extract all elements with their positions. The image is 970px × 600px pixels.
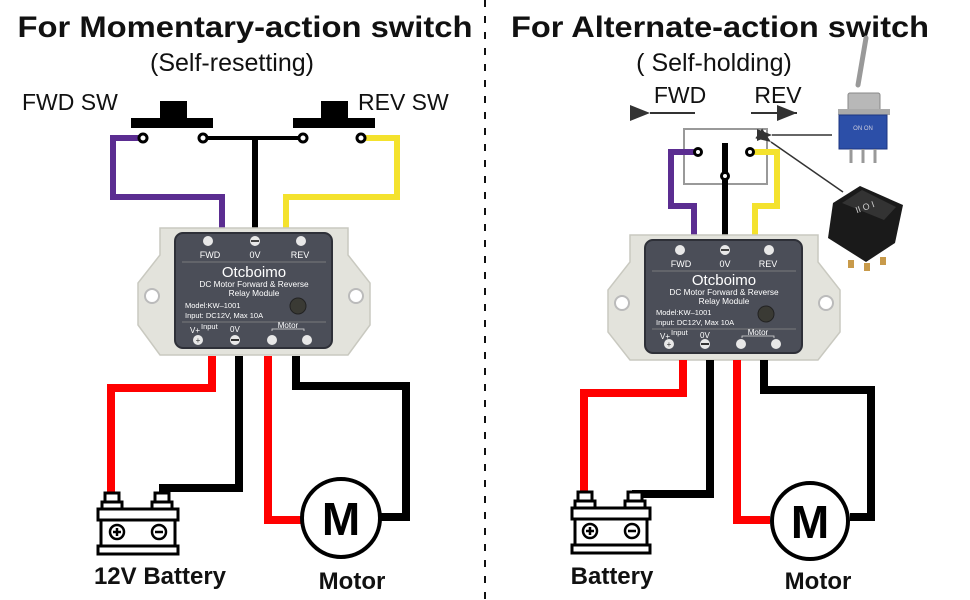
right-rev-wire — [752, 149, 780, 236]
right-title: For Alternate-action switch — [511, 11, 929, 44]
module-r-rev-label: REV — [759, 259, 778, 269]
right-fwd-wire — [668, 149, 697, 236]
left-motor-symbol: M — [322, 493, 360, 545]
module-desc1: DC Motor Forward & Reverse — [199, 279, 309, 289]
right-battery-label: Battery — [571, 563, 654, 590]
left-motor-label: Motor — [319, 568, 386, 595]
right-battery-positive-wire — [580, 360, 687, 500]
motor-negative-wire — [292, 356, 410, 521]
left-title: For Momentary-action switch — [18, 11, 473, 44]
module-input-label: Input — [201, 322, 219, 331]
right-motor-label: Motor — [785, 568, 852, 595]
module-fwd-label: FWD — [200, 250, 221, 260]
rocker-switch-icon: II O I — [828, 186, 903, 271]
right-battery-negative-wire — [632, 360, 714, 500]
fwd-wire — [110, 135, 225, 228]
module-desc2: Relay Module — [229, 288, 280, 298]
module-r-0v-label: 0V — [719, 259, 730, 269]
rev-label: REV — [754, 82, 802, 108]
right-motor-negative-wire — [760, 360, 875, 521]
rev-sw-label: REV SW — [358, 89, 449, 115]
module-input-spec: Input: DC12V, Max 10A — [185, 311, 263, 320]
module-r-fwd-label: FWD — [671, 259, 692, 269]
relay-module-left: FWD 0V REV Otcboimo DC Motor Forward & R… — [137, 227, 371, 356]
module-r-input-label: Input — [671, 328, 689, 337]
right-motor-positive-wire — [733, 360, 770, 524]
left-subtitle: (Self-resetting) — [150, 49, 314, 77]
module-vplus: V+ — [190, 326, 200, 335]
battery-negative-wire — [159, 356, 243, 503]
module-r-0v-bottom: 0V — [700, 331, 710, 340]
right-switch-terminals — [693, 147, 755, 181]
module-model: Model:KW–1001 — [185, 301, 240, 310]
battery-icon — [96, 491, 180, 556]
module-r-model: Model:KW–1001 — [656, 308, 711, 317]
fwd-label: FWD — [654, 82, 706, 108]
right-battery-icon — [570, 490, 652, 555]
rev-wire — [283, 135, 400, 228]
battery-positive-wire — [107, 356, 216, 503]
svg-text:+: + — [196, 336, 201, 345]
module-rev-label: REV — [291, 250, 310, 260]
module-r-motor-label: Motor — [748, 328, 769, 337]
toggle-switch-text: ON ON — [853, 126, 873, 132]
module-r-vplus: V+ — [660, 332, 670, 341]
module-0v-label: 0V — [249, 250, 260, 260]
module-r-input-spec: Input: DC12V, Max 10A — [656, 318, 734, 327]
module-motor-label: Motor — [278, 321, 299, 330]
fwd-sw-label: FWD SW — [22, 89, 118, 115]
module-r-brand: Otcboimo — [692, 272, 756, 289]
module-r-desc2: Relay Module — [699, 296, 750, 306]
toggle-switch-icon: ON ON — [838, 35, 890, 163]
motor-positive-wire — [264, 356, 302, 524]
right-motor-symbol: M — [791, 496, 829, 548]
module-brand: Otcboimo — [222, 264, 286, 281]
rocker-pointer-arrow — [755, 128, 844, 193]
rev-pushbutton-icon — [293, 101, 375, 128]
right-motor-icon: M — [770, 481, 850, 561]
svg-text:+: + — [667, 340, 672, 349]
module-r-desc1: DC Motor Forward & Reverse — [669, 287, 779, 297]
left-battery-label: 12V Battery — [94, 563, 227, 590]
relay-module-right: FWD 0V REV Otcboimo DC Motor Forward & R… — [607, 234, 841, 361]
module-0v-bottom: 0V — [230, 325, 240, 334]
switch-terminals — [137, 132, 367, 144]
fwd-pushbutton-icon — [131, 101, 213, 128]
motor-icon: M — [300, 477, 382, 559]
right-subtitle: ( Self-holding) — [636, 49, 792, 77]
